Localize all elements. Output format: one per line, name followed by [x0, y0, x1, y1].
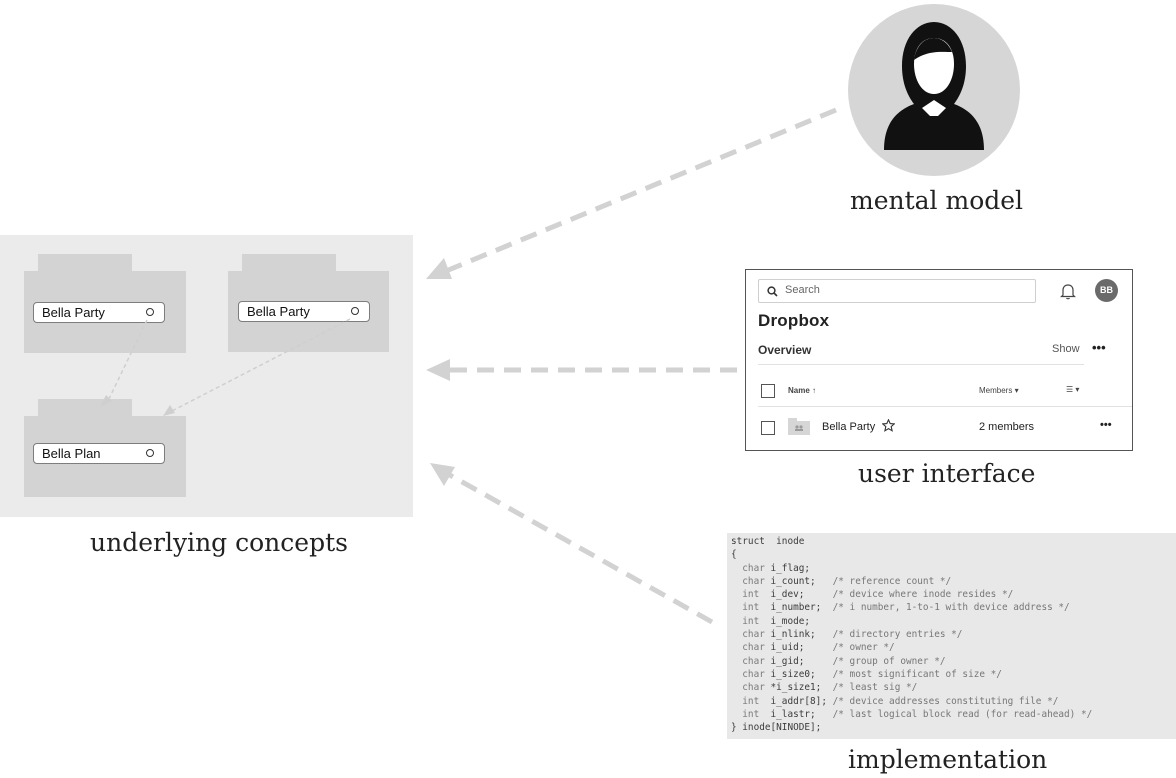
row-checkbox[interactable] — [761, 421, 775, 435]
code-field-name: i_addr[8]; — [770, 695, 827, 707]
column-header-name[interactable]: Name ↑ — [788, 386, 817, 395]
view-toggle-button[interactable]: ☰ ▾ — [1066, 385, 1080, 394]
code-field-line: int i_dev; /* device where inode resides… — [731, 589, 1013, 600]
divider — [758, 406, 1132, 407]
code-field-comment: /* i number, 1-to-1 with device address … — [826, 602, 1070, 614]
concept-chip: Bella Party — [33, 302, 165, 323]
code-field-line: int i_mode; — [731, 616, 827, 627]
code-field-name: i_gid; — [770, 655, 827, 667]
row-members: 2 members — [979, 421, 1035, 433]
code-field-line: char i_size0; /* most significant of siz… — [731, 669, 1002, 680]
code-field-line: char i_nlink; /* directory entries */ — [731, 629, 962, 640]
code-field-type: char — [731, 668, 771, 680]
caption-mental-model: mental model — [850, 186, 1024, 215]
code-field-type: char — [731, 562, 771, 574]
chip-label: Bella Plan — [42, 446, 101, 461]
caption-user-interface: user interface — [858, 459, 1036, 488]
search-icon — [767, 286, 778, 297]
code-field-name: i_uid; — [770, 642, 827, 654]
code-field-name: i_nlink; — [770, 629, 827, 641]
code-field-type: int — [731, 708, 771, 720]
code-field-name: i_count; — [770, 575, 827, 587]
concept-chip: Bella Party — [238, 301, 370, 322]
code-field-comment: /* most significant of size */ — [826, 668, 1002, 680]
code-close-line: } inode[NINODE]; — [731, 722, 822, 734]
code-field-name: i_size0; — [770, 668, 827, 680]
code-field-type: int — [731, 615, 771, 627]
code-field-name: i_flag; — [770, 562, 827, 574]
dropbox-window: Search BB Dropbox Overview Show ••• Name… — [745, 269, 1133, 451]
shared-folder-icon — [788, 418, 810, 435]
code-panel: struct inode { char i_flag; char i_count… — [727, 533, 1176, 739]
code-field-type: int — [731, 589, 771, 601]
code-field-line: int i_addr[8]; /* device addresses const… — [731, 696, 1058, 707]
section-title: Overview — [758, 343, 812, 357]
code-field-line: int i_lastr; /* last logical block read … — [731, 709, 1092, 720]
caption-implementation: implementation — [848, 745, 1048, 774]
chip-label: Bella Party — [247, 304, 310, 319]
more-options-button[interactable]: ••• — [1092, 340, 1106, 355]
code-field-line: char i_count; /* reference count */ — [731, 576, 951, 587]
row-name[interactable]: Bella Party — [822, 421, 876, 433]
row-more-button[interactable]: ••• — [1100, 419, 1112, 431]
person-avatar — [848, 4, 1020, 176]
code-listing: struct inode { char i_flag; char i_count… — [731, 535, 1092, 734]
code-field-comment: /* owner */ — [826, 642, 895, 654]
arrowhead-middle — [426, 359, 450, 381]
code-field-name: i_dev; — [770, 589, 827, 601]
concepts-panel: Bella Party Bella Party Bella Plan — [0, 235, 413, 517]
star-icon[interactable] — [882, 419, 895, 432]
code-field-name: i_number; — [770, 602, 827, 614]
code-field-line: int i_number; /* i number, 1-to-1 with d… — [731, 602, 1070, 614]
code-field-type: char — [731, 682, 771, 694]
chip-label: Bella Party — [42, 305, 105, 320]
chip-port-icon — [351, 307, 359, 315]
code-field-comment: /* directory entries */ — [826, 629, 963, 641]
code-field-comment: /* reference count */ — [826, 575, 952, 587]
show-link[interactable]: Show — [1052, 343, 1080, 355]
code-field-type: int — [731, 602, 771, 614]
code-field-type: char — [731, 575, 771, 587]
code-field-line: char i_uid; /* owner */ — [731, 642, 895, 654]
user-avatar-badge[interactable]: BB — [1095, 279, 1118, 302]
code-header: struct inode — [731, 536, 805, 547]
person-silhouette-icon — [884, 22, 984, 150]
code-field-comment: /* device where inode resides */ — [826, 589, 1014, 601]
arrowhead-top — [426, 258, 452, 279]
column-header-members[interactable]: Members ▾ — [979, 386, 1019, 395]
bell-icon[interactable] — [1060, 283, 1076, 300]
arrow-mental-model-to-concepts — [445, 107, 837, 274]
search-input[interactable]: Search — [758, 279, 1036, 303]
code-field-type: char — [731, 655, 771, 667]
code-field-type: int — [731, 695, 771, 707]
search-placeholder: Search — [785, 284, 820, 296]
code-field-line: char i_flag; — [731, 563, 827, 574]
divider — [758, 364, 1084, 365]
code-field-comment: /* group of owner */ — [826, 655, 946, 667]
code-open-brace: { — [731, 549, 737, 561]
code-field-name: *i_size1; — [770, 682, 827, 694]
chip-port-icon — [146, 449, 154, 457]
code-field-type: char — [731, 629, 771, 641]
code-field-name: i_mode; — [770, 615, 827, 627]
concept-chip: Bella Plan — [33, 443, 165, 464]
code-field-comment: /* device addresses constituting file */ — [826, 695, 1059, 707]
app-title: Dropbox — [758, 311, 830, 330]
arrowhead-bottom — [430, 463, 455, 486]
code-field-comment: /* last logical block read (for read-ahe… — [826, 708, 1093, 720]
code-field-comment: /* least sig */ — [826, 682, 918, 694]
arrow-implementation-to-concepts — [446, 471, 714, 625]
code-field-type: char — [731, 642, 771, 654]
code-field-name: i_lastr; — [770, 708, 827, 720]
code-field-line: char i_gid; /* group of owner */ — [731, 655, 946, 667]
caption-underlying-concepts: underlying concepts — [90, 528, 348, 557]
concept-links — [100, 318, 351, 416]
code-field-line: char *i_size1; /* least sig */ — [731, 682, 917, 693]
chip-port-icon — [146, 308, 154, 316]
select-all-checkbox[interactable] — [761, 384, 775, 398]
